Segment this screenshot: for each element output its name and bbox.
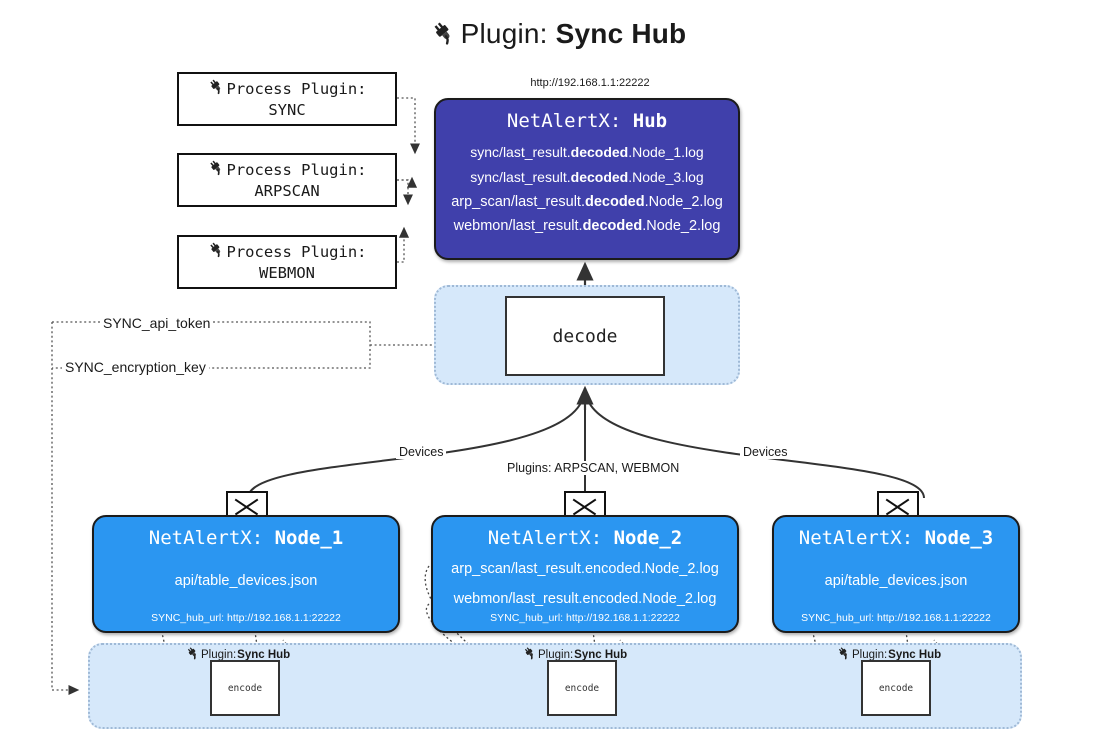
encoder-plugin-label: Plugin: Sync Hub [186,646,290,663]
process-plugin-name: SYNC [268,100,306,119]
node-title: NetAlertX: Node_1 [148,527,344,549]
plugins-label-center: Plugins: ARPSCAN, WEBMON [504,461,683,475]
node-title: NetAlertX: Node_3 [798,527,994,549]
wire-webmon-to-hub [397,226,410,263]
hub-log-line: arp_scan/last_result.decoded.Node_2.log [451,194,723,210]
sync-api-token-label: SYNC_api_token [100,315,214,331]
process-plugin-name: WEBMON [259,263,315,282]
page-title: Plugin: Sync Hub [0,18,1117,53]
node-hub-url: SYNC_hub_url: http://192.168.1.1:22222 [801,612,991,624]
decode-box[interactable]: decode [505,296,665,376]
devices-label-left: Devices [396,445,447,459]
encoder-plugin-label: Plugin: Sync Hub [523,646,627,663]
process-plugin-webmon[interactable]: Process Plugin: WEBMON [177,235,397,289]
process-plugin-sync[interactable]: Process Plugin: SYNC [177,72,397,126]
node-data-line: api/table_devices.json [824,573,968,589]
plug-icon [186,646,200,663]
devices-label-right: Devices [740,445,791,459]
hub-log-line: webmon/last_result.decoded.Node_2.log [453,218,721,234]
process-plugin-label: Process Plugin: [226,79,367,98]
encoder-plugin-label: Plugin: Sync Hub [837,646,941,663]
plug-icon [523,646,537,663]
plug-icon [431,20,457,53]
process-plugin-arpscan[interactable]: Process Plugin: ARPSCAN [177,153,397,207]
node-box-node-2[interactable]: NetAlertX: Node_2 arp_scan/last_result.e… [431,515,739,633]
encode-box[interactable]: encode [861,660,931,716]
hub-title-prefix: NetAlertX: [506,110,633,132]
hub-url-label: http://192.168.1.1:22222 [530,77,650,89]
wire-sync-to-hub-1 [397,97,421,155]
encode-box[interactable]: encode [547,660,617,716]
wire-arpscan-to-hub-2 [397,179,414,206]
hub-title: NetAlertX: Hub [436,110,738,132]
encode-box[interactable]: encode [210,660,280,716]
wire-secrets-down-left [51,322,80,696]
node-data-line: arp_scan/last_result.encoded.Node_2.log [451,561,719,577]
node-title: NetAlertX: Node_2 [487,527,683,549]
plug-icon [837,646,851,663]
hub-log-line: sync/last_result.decoded.Node_1.log [470,144,704,160]
node-hub-url: SYNC_hub_url: http://192.168.1.1:22222 [490,612,680,624]
process-plugin-label: Process Plugin: [226,242,367,261]
node-data-line: webmon/last_result.encoded.Node_2.log [453,591,717,607]
sync-encryption-key-label: SYNC_encryption_key [62,359,209,375]
wire-arpscan-to-hub [397,176,418,188]
plug-icon [208,159,225,181]
hub-node-box[interactable]: NetAlertX: Hub sync/last_result.decoded.… [434,98,740,260]
node-box-node-3[interactable]: NetAlertX: Node_3 api/table_devices.json… [772,515,1020,633]
title-name: Sync Hub [555,18,687,49]
title-prefix: Plugin: [460,18,556,49]
plug-icon [208,78,225,100]
process-plugin-name: ARPSCAN [254,181,320,200]
node-data-line: api/table_devices.json [174,573,318,589]
process-plugin-label: Process Plugin: [226,160,367,179]
plug-icon [208,241,225,263]
node-hub-url: SYNC_hub_url: http://192.168.1.1:22222 [151,612,341,624]
node-box-node-1[interactable]: NetAlertX: Node_1 api/table_devices.json… [92,515,400,633]
hub-title-name: Hub [632,110,668,132]
hub-log-line: sync/last_result.decoded.Node_3.log [470,169,704,185]
